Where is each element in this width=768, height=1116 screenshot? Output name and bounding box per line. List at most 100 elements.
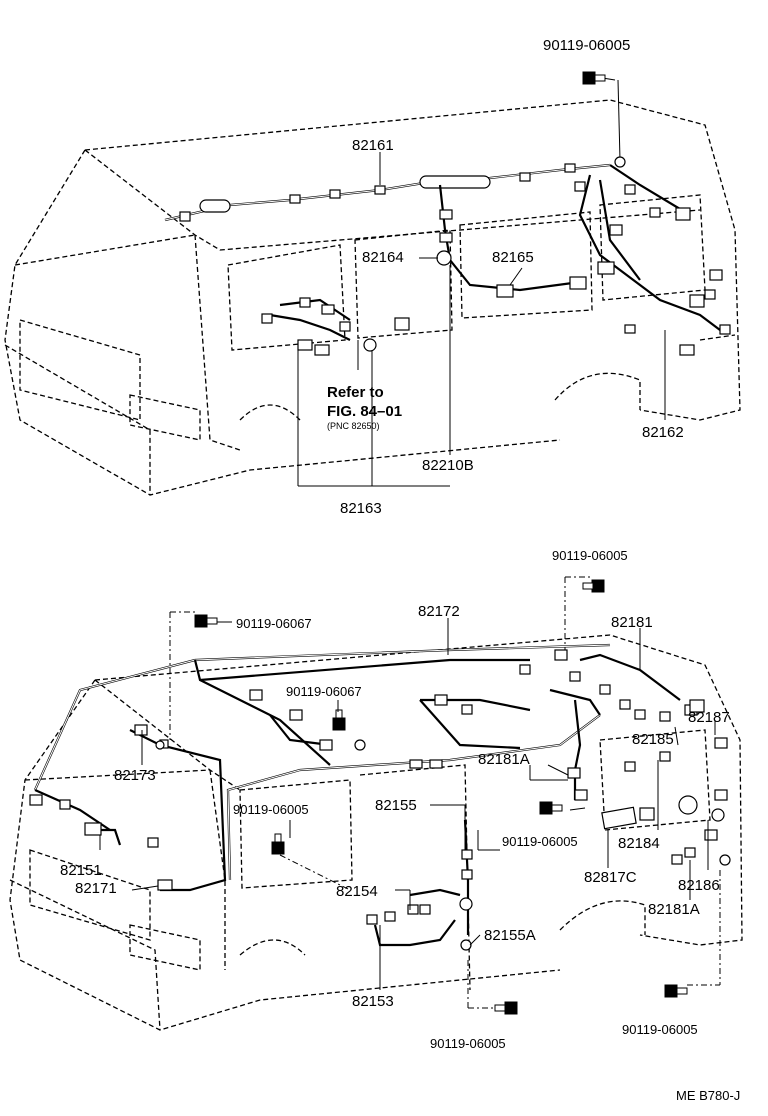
connector <box>719 324 731 335</box>
label-82186: 82186 <box>678 877 720 894</box>
connector-lamp <box>678 795 698 815</box>
connector <box>704 829 718 841</box>
connector <box>459 897 473 911</box>
label-82162: 82162 <box>642 424 684 441</box>
label-82181a-1: 82181A <box>478 751 530 768</box>
connector <box>649 207 661 218</box>
connector <box>366 914 378 925</box>
connector <box>29 794 43 806</box>
label-82161: 82161 <box>352 137 394 154</box>
bolt-icon <box>494 1001 518 1015</box>
bolt-icon <box>539 801 563 815</box>
label-82153: 82153 <box>352 993 394 1010</box>
bottom-van-body <box>9 634 743 1031</box>
connector <box>567 767 581 779</box>
connector <box>321 304 335 315</box>
top-bolt <box>582 71 606 85</box>
bolt-icon <box>271 833 285 855</box>
label-90119-06005-b5: 90119-06005 <box>622 1022 698 1037</box>
label-90119-06067-b2: 90119-06067 <box>286 684 362 699</box>
connector <box>684 847 696 858</box>
connector <box>624 324 636 334</box>
label-90119-06067-b1: 90119-06067 <box>236 616 312 631</box>
connector <box>714 789 728 801</box>
label-82155a: 82155A <box>484 927 536 944</box>
connector <box>319 739 333 751</box>
roof-connector <box>374 185 386 195</box>
label-82184: 82184 <box>618 835 660 852</box>
connector <box>261 313 273 324</box>
connector <box>597 261 615 275</box>
connector <box>297 339 313 351</box>
top-labels: 90119-06005 82161 82164 82165 Refer to F… <box>327 37 684 517</box>
connector <box>289 709 303 721</box>
figure-code: ME B780-J <box>676 1088 740 1103</box>
roof-connector <box>519 172 531 182</box>
connector <box>714 737 728 749</box>
connector <box>339 321 351 332</box>
connector <box>409 759 423 769</box>
bolt-icon <box>332 709 346 731</box>
connector <box>609 224 623 236</box>
connector <box>554 649 568 661</box>
connector <box>569 671 581 682</box>
connector <box>157 879 173 891</box>
connector-82210b <box>394 317 410 331</box>
bolt-icon <box>194 614 218 628</box>
connector <box>639 807 655 821</box>
connector <box>384 911 396 922</box>
connector <box>179 211 191 222</box>
connector <box>599 684 611 695</box>
connector <box>574 181 586 192</box>
label-82185: 82185 <box>632 731 674 748</box>
connector <box>299 297 311 308</box>
roof-connector <box>419 175 491 189</box>
connector <box>419 904 431 915</box>
connector <box>574 789 588 801</box>
label-82172: 82172 <box>418 603 460 620</box>
connector <box>689 699 705 713</box>
label-82187: 82187 <box>688 709 730 726</box>
connector <box>569 276 587 290</box>
connector <box>407 904 419 915</box>
bottom-wiring-harness <box>29 643 731 951</box>
roof-connector <box>199 199 231 213</box>
label-90119-06005-top: 90119-06005 <box>543 37 630 54</box>
bottom-labels: 90119-06005 90119-06067 82172 82181 9011… <box>60 548 730 1051</box>
connector <box>461 869 473 880</box>
connector <box>461 704 473 715</box>
label-82165: 82165 <box>492 249 534 266</box>
top-leaders <box>297 75 666 487</box>
cover-82817c <box>601 806 637 830</box>
connector <box>675 207 691 221</box>
connector <box>711 808 725 822</box>
label-fig-84-01: FIG. 84–01 <box>327 403 402 420</box>
bolt-icon <box>664 984 688 998</box>
label-82163: 82163 <box>340 500 382 517</box>
bolt-icon <box>582 579 605 593</box>
clip <box>155 740 165 750</box>
roof-connector <box>564 163 576 173</box>
connector <box>439 232 453 243</box>
connector <box>134 724 148 736</box>
roof-connector <box>329 189 341 199</box>
connector <box>634 709 646 720</box>
connector <box>519 664 531 675</box>
label-82173: 82173 <box>114 767 156 784</box>
connector <box>671 854 683 865</box>
connector <box>624 184 636 195</box>
label-pnc-82650: (PNC 82650) <box>327 421 380 431</box>
label-82164: 82164 <box>362 249 404 266</box>
label-82171: 82171 <box>75 880 117 897</box>
bottom-bolts <box>194 579 688 1015</box>
connector <box>709 269 723 281</box>
connector <box>249 689 263 701</box>
label-refer-to: Refer to <box>327 384 384 401</box>
top-wiring-harness <box>164 163 731 356</box>
label-82210b: 82210B <box>422 457 474 474</box>
connector <box>679 344 695 356</box>
connector <box>689 294 705 308</box>
connector <box>434 694 448 706</box>
label-82817c: 82817C <box>584 869 637 886</box>
